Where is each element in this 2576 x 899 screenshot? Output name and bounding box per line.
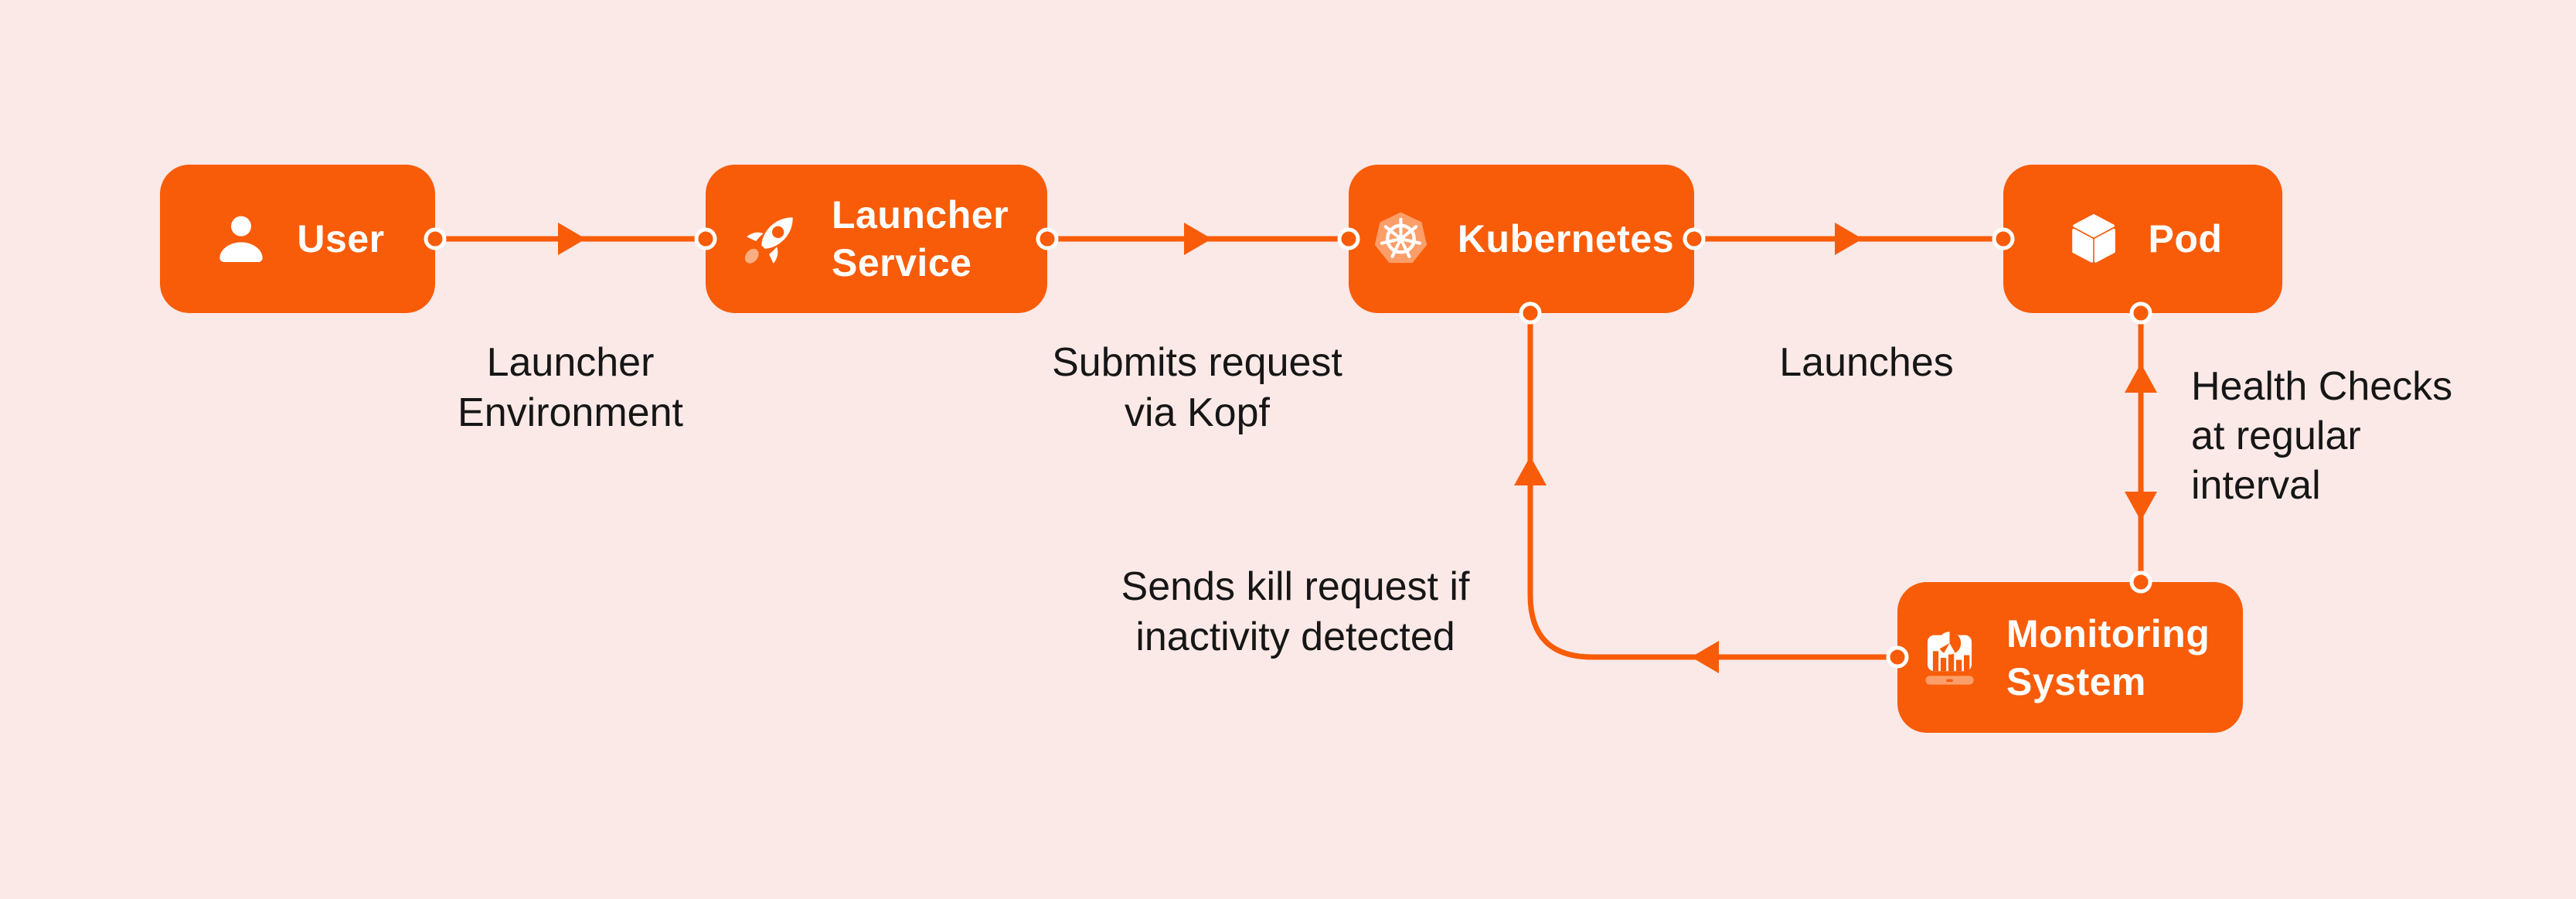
- node-monitoring-system-label: Monitoring System: [2006, 611, 2210, 703]
- node-user-label: User: [297, 217, 385, 261]
- arrowhead-right-icon: [1835, 223, 1863, 255]
- node-pod: Pod: [2003, 165, 2282, 313]
- cube-icon: [2071, 213, 2115, 263]
- edge-label-submits-request: Submits request via Kopf: [1052, 340, 1342, 435]
- arrowhead-right-icon: [558, 223, 586, 255]
- node-pod-label: Pod: [2148, 217, 2223, 261]
- node-kubernetes-label: Kubernetes: [1457, 217, 1674, 261]
- arrowhead-up-icon: [2125, 363, 2157, 393]
- arrowhead-left-icon: [1691, 641, 1719, 673]
- arrowhead-up-icon: [1514, 456, 1547, 485]
- monitoring-chart-icon: [1925, 631, 1974, 685]
- node-launcher-service-label: Launcher Service: [832, 193, 1009, 284]
- node-user: User: [160, 165, 435, 313]
- edge-label-launches: Launches: [1779, 340, 1954, 385]
- user-icon: [219, 216, 264, 262]
- arrowhead-right-icon: [1184, 223, 1212, 255]
- edge-label-launcher-environment: Launcher Environment: [458, 340, 683, 435]
- node-monitoring-system: Monitoring System: [1897, 582, 2243, 733]
- node-launcher-service: Launcher Service: [706, 165, 1047, 313]
- node-kubernetes: Kubernetes: [1349, 165, 1694, 313]
- arrowhead-down-icon: [2125, 492, 2157, 521]
- rocket-icon: [744, 217, 793, 264]
- edge-label-health-checks: Health Checks at regular interval: [2191, 364, 2453, 508]
- kubernetes-wheel-icon: [1374, 212, 1428, 264]
- edge-label-kill-request: Sends kill request if inactivity detecte…: [1121, 564, 1470, 659]
